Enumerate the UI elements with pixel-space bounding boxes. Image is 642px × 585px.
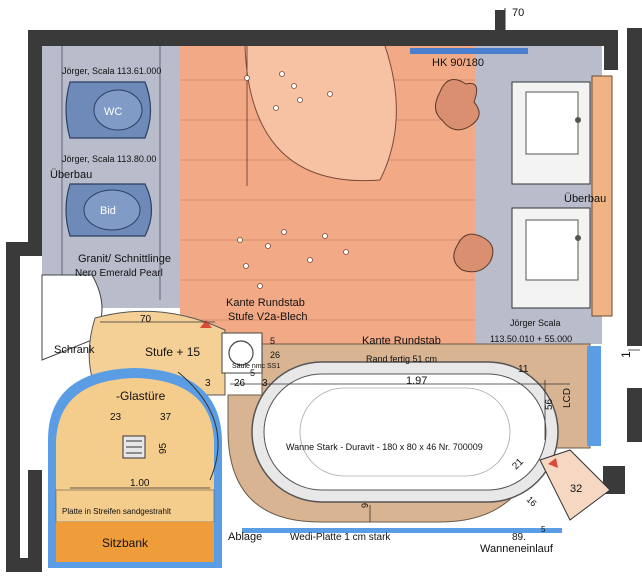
label-wanneneinlauf: Wanneneinlauf	[480, 543, 554, 555]
label-platte: Platte in Streifen sandgestrahlt	[62, 507, 172, 516]
step-marker	[200, 320, 212, 328]
label-dim-197: 1.97	[406, 375, 427, 387]
label-dim-32: 32	[570, 483, 582, 495]
corner-marker	[548, 458, 558, 468]
sitzbank-bench	[56, 522, 214, 562]
wc-fixture	[65, 81, 152, 139]
label-dim-89-sup: 5	[541, 525, 546, 534]
label-ablage: Ablage	[228, 531, 262, 543]
label-hk: HK 90/180	[432, 57, 484, 69]
label-dim-56: 56	[544, 398, 555, 410]
label-wanne: Wanne Stark - Duravit - 180 x 80 x 46 Nr…	[286, 442, 483, 452]
label-dim-23: 23	[110, 412, 122, 423]
radiator-hk	[410, 48, 528, 54]
label-dim-89: 89.	[512, 532, 526, 543]
label-ueberbau-right: Überbau	[564, 193, 606, 205]
label-stufe-15: Stufe + 15	[145, 345, 200, 359]
label-dim-5a: 5	[270, 336, 275, 346]
label-schrank: Schrank	[54, 344, 95, 356]
dimension-lines	[70, 321, 640, 522]
plant-bottom	[453, 233, 494, 273]
vanity-top	[511, 81, 591, 185]
shelf-ueberbau	[591, 75, 613, 317]
walls	[6, 10, 642, 572]
label-dim-26h: 26	[234, 378, 246, 389]
label-dim-100: 1.00	[130, 478, 150, 489]
wedi-board	[242, 528, 562, 533]
label-glastuere: -Glastüre	[116, 389, 166, 403]
label-dim-95: 95	[158, 442, 169, 454]
label-stufe-v2a: Stufe V2a-Blech	[228, 311, 308, 323]
bidet-fixture	[65, 183, 153, 237]
label-wc: WC	[104, 106, 122, 118]
label-saeule: Säule nmc SS1	[232, 363, 280, 370]
label-bid: Bid	[100, 205, 116, 217]
label-lcd: LCD	[562, 388, 573, 408]
label-dim-70: 70	[140, 314, 152, 325]
label-granit: Granit/ Schnittlinge	[78, 253, 171, 265]
label-kante-rundstab-1: Kante Rundstab	[226, 297, 305, 309]
label-dim-26v: 26	[270, 350, 280, 360]
label-dim-5b: 5	[250, 368, 255, 378]
tub-blue-edge	[587, 346, 601, 446]
glass-door-arc	[177, 371, 219, 481]
label-ueberbau-left: Überbau	[50, 169, 92, 181]
shower-strip	[55, 489, 215, 523]
label-bid-spec: Jörger, Scala 113.80.00	[62, 154, 156, 164]
left-joints	[61, 46, 161, 300]
label-dim-9: 9	[360, 503, 370, 508]
plan-labels: 70 Jörger, Scala 113.61.000 WC Jörger, S…	[50, 7, 633, 555]
label-dim-16: 16	[525, 494, 539, 508]
label-wc-spec: Jörger, Scala 113.61.000	[62, 66, 161, 76]
label-scala-nr: 113.50.010 + 55.000	[490, 334, 572, 344]
plant-top	[435, 79, 480, 131]
label-dim-3a: 3	[205, 378, 211, 389]
label-wedi: Wedi-Platte 1 cm stark	[290, 532, 391, 543]
label-sitzbank: Sitzbank	[102, 536, 149, 550]
label-top-dim: 70	[512, 7, 524, 19]
label-dim-3b: 3	[262, 378, 268, 389]
label-joerger-scala: Jörger Scala	[510, 318, 561, 328]
vanity-bottom	[511, 207, 591, 309]
label-rand: Rand fertig 51 cm	[366, 354, 437, 364]
label-kante-rundstab-2: Kante Rundstab	[362, 335, 441, 347]
drain-grate	[122, 435, 146, 459]
label-dim-1: 1	[619, 351, 633, 358]
label-dim-37: 37	[160, 412, 172, 423]
label-dim-11: 11	[518, 364, 529, 375]
bathtub	[251, 361, 559, 503]
door-swing-arc	[244, 45, 397, 182]
pebble-dots	[237, 71, 349, 289]
label-nero: Nero Emerald Pearl	[75, 268, 163, 279]
shower-floor	[56, 378, 214, 490]
